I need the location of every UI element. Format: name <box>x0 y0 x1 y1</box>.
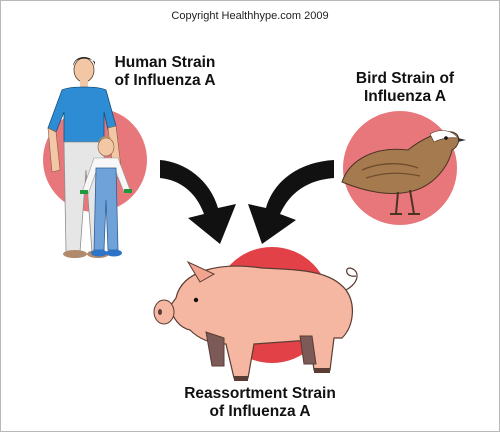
pig <box>153 260 358 381</box>
reassortment-strain-line-1: Reassortment Strain <box>184 385 336 402</box>
arrow-right <box>248 160 334 244</box>
human-strain-line-2: of Influenza A <box>114 71 216 89</box>
bird-strain-label: Bird Strain of Influenza A <box>335 70 475 106</box>
arrow-left <box>160 160 236 244</box>
reassortment-strain-label: Reassortment Strain of Influenza A <box>170 385 350 421</box>
human-strain-line-1: Human Strain <box>114 54 216 71</box>
bird-strain-line-2: Influenza A <box>363 87 447 105</box>
bird-strain-line-1: Bird Strain of <box>355 70 455 87</box>
human-strain-label: Human Strain of Influenza A <box>100 54 230 90</box>
copyright-text: Copyright Healthhype.com 2009 <box>171 10 329 22</box>
quail-bird <box>341 130 466 215</box>
reassortment-strain-line-2: of Influenza A <box>209 402 311 420</box>
child-figure <box>80 136 132 257</box>
